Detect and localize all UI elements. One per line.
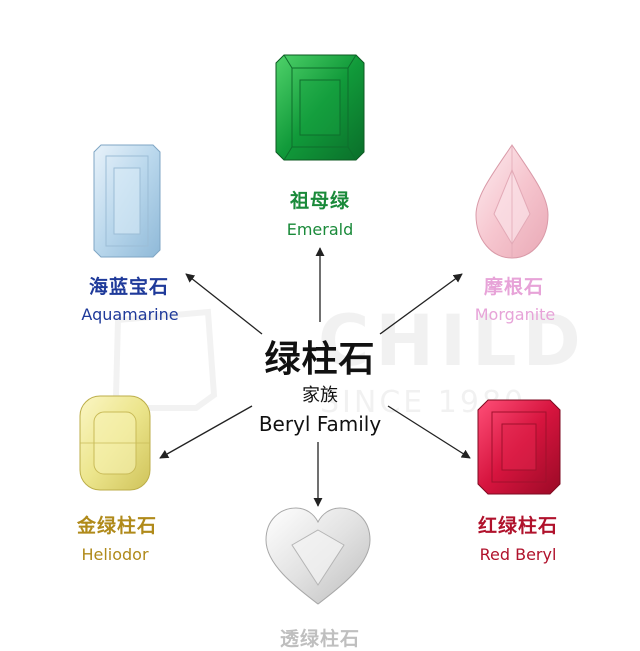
heliodor-label-en: Heliodor xyxy=(81,545,149,564)
emerald-label-cn: 祖母绿 xyxy=(289,190,351,212)
red-beryl-label-cn: 红绿柱石 xyxy=(477,515,559,537)
goshenite-label-cn: 透绿柱石 xyxy=(279,628,361,650)
goshenite-gem-image xyxy=(265,507,371,605)
morganite-label-cn: 摩根石 xyxy=(483,276,545,298)
red-beryl-label-en: Red Beryl xyxy=(479,545,557,564)
heliodor-gem-image xyxy=(79,395,151,491)
emerald-label-en: Emerald xyxy=(286,220,354,239)
center-title: 绿柱石 xyxy=(264,339,376,380)
watermark-shield xyxy=(112,308,218,411)
diagram-graphics xyxy=(79,54,561,605)
red-beryl-gem-image xyxy=(477,399,561,495)
watermark-text: CHILD xyxy=(318,300,587,382)
aquamarine-gem-image xyxy=(93,144,161,258)
beryl-family-diagram: CHILD SINCE 1980 xyxy=(76,54,587,650)
aquamarine-label-cn: 海蓝宝石 xyxy=(88,276,170,298)
morganite-label-en: Morganite xyxy=(474,305,556,324)
arrow-to-aquamarine xyxy=(185,273,263,335)
aquamarine-label-en: Aquamarine xyxy=(81,305,179,324)
arrow-to-red-beryl xyxy=(387,405,471,459)
arrow-to-morganite xyxy=(379,273,463,335)
center-subtitle-en: Beryl Family xyxy=(258,412,382,436)
emerald-gem-image xyxy=(275,54,365,161)
morganite-gem-image xyxy=(475,144,549,259)
arrow-to-heliodor xyxy=(159,405,253,459)
heliodor-label-cn: 金绿柱石 xyxy=(76,515,158,537)
center-subtitle: 家族 xyxy=(302,385,338,406)
